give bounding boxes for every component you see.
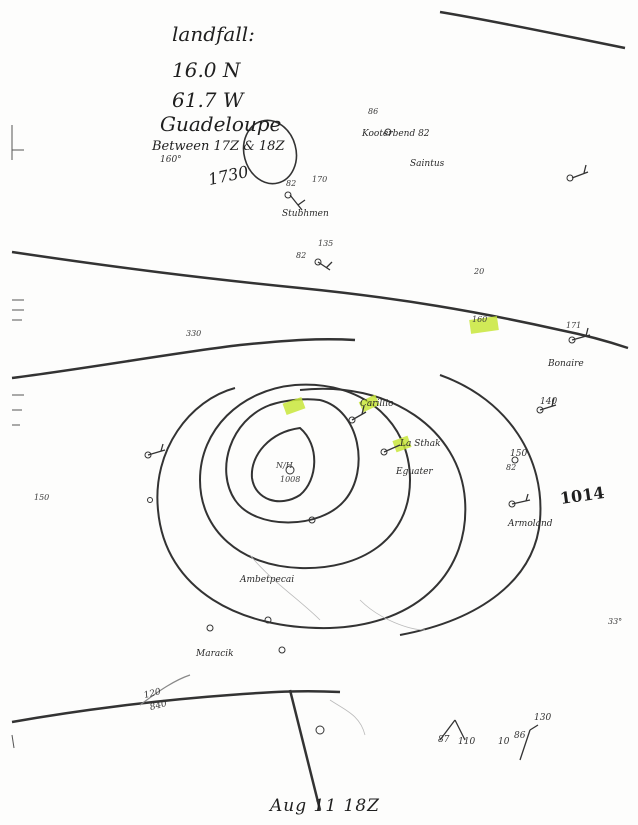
reading-pressure: 170 (312, 175, 328, 184)
wind-barbs (147, 164, 591, 761)
reading-pressure: 140 (540, 397, 558, 407)
reading-value: N/H (276, 461, 293, 470)
station-marker (278, 646, 286, 654)
station-marker (508, 500, 516, 508)
station-label: Kooterbend 82 (362, 129, 430, 139)
longitude-text: 61.7 W (172, 88, 244, 112)
station-marker (264, 616, 272, 624)
station-marker (284, 191, 292, 199)
station-marker (380, 448, 388, 456)
reading-pressure: 1008 (280, 475, 301, 484)
station-label: Eguater (396, 467, 433, 477)
station-marker (315, 725, 325, 735)
reading-temp: 86 (368, 107, 379, 116)
reading-value: 150 (34, 493, 50, 502)
station-marker (536, 406, 544, 414)
reading-pressure: 135 (318, 239, 334, 248)
front-line-bottom (11, 689, 341, 724)
reading-value: 130 (534, 713, 552, 723)
reading-value: 20 (474, 267, 485, 276)
station-label: Carillio (360, 399, 394, 409)
front-line-bottom-curve (288, 689, 322, 811)
between-text: Between 17Z & 18Z (152, 139, 285, 154)
highlight-mark (392, 435, 412, 453)
reading-value: 33° (608, 617, 623, 626)
station-label: Stubhmen (282, 209, 329, 219)
station-label: Maracik (196, 649, 234, 659)
station-marker (144, 451, 152, 459)
station-marker (314, 258, 322, 266)
margin-marks (11, 125, 24, 749)
station-label: Armoland (508, 519, 553, 529)
reading-pressure: 150 (510, 449, 528, 459)
front-line-upper (11, 250, 629, 350)
station-label: Ambetpecai (240, 575, 295, 585)
station-marker (147, 497, 153, 503)
reading-value: 10 (498, 737, 510, 747)
front-line-bottom-left (139, 674, 191, 706)
station-marker (206, 624, 214, 632)
reading-temp: 82 (506, 463, 517, 472)
station-marker (568, 336, 576, 344)
circled-time-ring (242, 119, 298, 185)
station-marker (308, 516, 316, 524)
isobar-inner (250, 426, 316, 503)
reading-value: 330 (186, 329, 202, 338)
highlight-mark (469, 316, 499, 334)
reading-value: 160 (472, 315, 488, 324)
station-marker (348, 416, 356, 424)
latitude-text: 16.0 N (172, 58, 241, 82)
reading-temp: 82 (286, 179, 297, 188)
isobar-3 (198, 383, 412, 570)
highlight-mark (282, 396, 306, 416)
station-marker (384, 128, 392, 136)
map-caption: Aug 11 18Z (270, 796, 380, 816)
front-line-top-right (439, 10, 626, 50)
pencil-scribbles (249, 554, 426, 736)
reading-value: 86 (514, 731, 526, 741)
front-line-middle (11, 337, 356, 380)
station-label: Bonaire (548, 359, 584, 369)
reading-temp: 82 (296, 251, 307, 260)
reading-value: 171 (566, 321, 582, 330)
station-marker (285, 465, 295, 475)
station-marker (511, 456, 519, 464)
isobar-4 (156, 387, 467, 630)
station-label: Saintus (410, 159, 445, 169)
landfall-label: landfall: (172, 22, 255, 46)
location-text: Guadeloupe (160, 112, 282, 136)
isobar-2 (225, 398, 360, 524)
reading-value: 87 (438, 735, 450, 745)
isobar-outer (399, 374, 542, 636)
station-label: La Sthak (400, 439, 441, 449)
reading-value: 110 (458, 737, 476, 747)
degree-mark: 160° (160, 155, 182, 165)
